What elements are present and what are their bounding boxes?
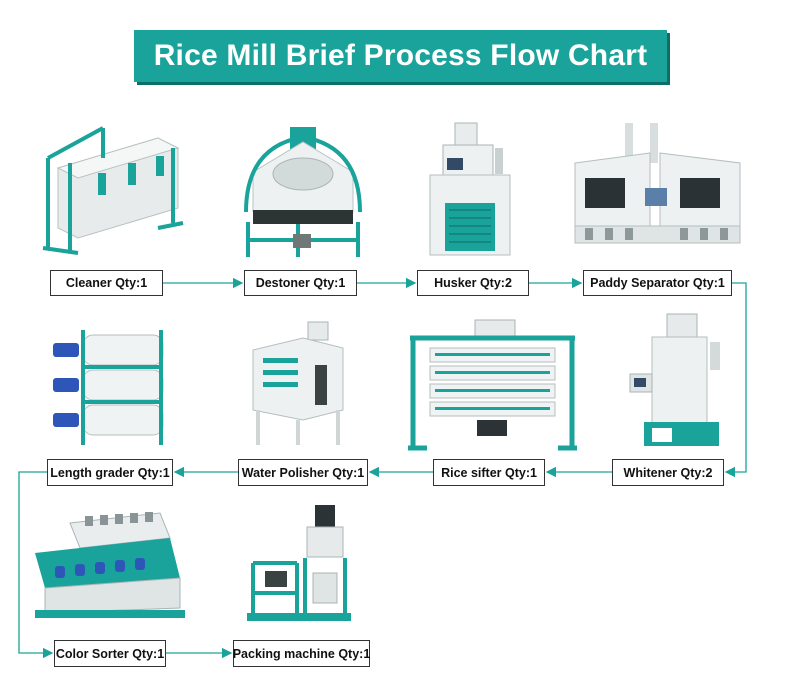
destoner-machine-image bbox=[244, 127, 362, 257]
water-polisher-machine-image bbox=[252, 321, 344, 445]
packing-machine-image bbox=[247, 505, 351, 621]
stage-destoner: Destoner Qty:1 bbox=[244, 270, 357, 296]
stage-color-sorter: Color Sorter Qty:1 bbox=[54, 640, 166, 667]
stage-packing-machine: Packing machine Qty:1 bbox=[233, 640, 370, 667]
arrow-grader-sorter bbox=[18, 471, 54, 659]
arrow-separator-whitener bbox=[724, 282, 747, 478]
stage-rice-sifter: Rice sifter Qty:1 bbox=[433, 459, 545, 486]
stage-paddy-separator: Paddy Separator Qty:1 bbox=[583, 270, 732, 296]
stage-husker: Husker Qty:2 bbox=[417, 270, 529, 296]
length-grader-machine-image bbox=[53, 330, 164, 445]
paddy-separator-machine-image bbox=[574, 123, 741, 244]
husker-machine-image bbox=[429, 122, 511, 256]
whitener-machine-image bbox=[629, 313, 720, 446]
title-banner: Rice Mill Brief Process Flow Chart bbox=[134, 30, 667, 82]
rice-sifter-machine-image bbox=[408, 319, 577, 451]
color-sorter-machine-image bbox=[35, 512, 185, 618]
stage-cleaner: Cleaner Qty:1 bbox=[50, 270, 163, 296]
page-title: Rice Mill Brief Process Flow Chart bbox=[153, 39, 648, 72]
stage-water-polisher: Water Polisher Qty:1 bbox=[238, 459, 368, 486]
stage-length-grader: Length grader Qty:1 bbox=[47, 459, 173, 486]
cleaner-machine-image bbox=[42, 126, 184, 255]
stage-whitener: Whitener Qty:2 bbox=[612, 459, 724, 486]
